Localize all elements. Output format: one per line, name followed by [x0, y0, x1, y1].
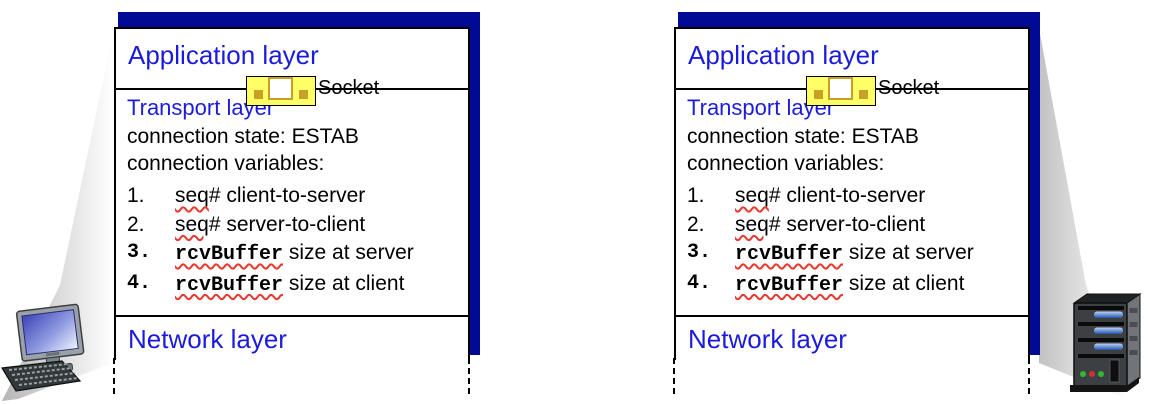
item-term: seq [735, 212, 769, 236]
list-item: 2. seq# server-to-client [127, 211, 468, 240]
transport-layer-section: Transport layer connection state: ESTAB … [116, 90, 468, 315]
network-layer-section: Network layer [116, 315, 468, 362]
network-layer-label: Network layer [128, 324, 287, 354]
socket-pin-left [254, 90, 263, 99]
list-item: 4. rcvBuffer size at client [127, 270, 468, 301]
item-number: 2. [127, 212, 145, 236]
item-term: seq [735, 184, 769, 207]
desktop-computer-icon [1, 303, 85, 392]
transport-layer-section: Transport layer connection state: ESTAB … [676, 90, 1028, 315]
socket-door [268, 77, 293, 100]
socket-pin-right [299, 90, 308, 99]
list-item: 4. rcvBuffer size at client [687, 270, 1028, 301]
item-term: seq [175, 212, 209, 236]
connection-variables-text: connection variables: [687, 152, 885, 175]
list-item: 2. seq# server-to-client [687, 211, 1028, 240]
protocol-stack-card-server: Application layer Socket Transport layer… [674, 27, 1030, 360]
network-layer-section: Network layer [676, 315, 1028, 362]
item-suffix: # server-to-client [768, 212, 926, 236]
socket-icon [806, 76, 876, 106]
item-number: 4. [127, 271, 152, 295]
item-suffix: size at client [283, 271, 405, 295]
list-item: 3. rcvBuffer size at server [127, 239, 468, 270]
dashed-continuation-line [113, 358, 115, 394]
application-layer-label: Application layer [128, 40, 319, 70]
list-item: 3. rcvBuffer size at server [687, 239, 1028, 270]
item-number: 3. [687, 241, 712, 264]
connection-variables-list: 1. seq# client-to-server 2. seq# server-… [127, 182, 468, 300]
item-term: rcvBuffer [175, 243, 284, 266]
socket-pin-right [859, 90, 868, 99]
application-layer-label: Application layer [688, 40, 879, 70]
protocol-stack-card-client: Application layer Socket Transport layer… [114, 27, 470, 360]
list-item: 1. seq# client-to-server [127, 182, 468, 211]
item-suffix: # client-to-server [208, 184, 366, 207]
item-number: 1. [127, 184, 145, 207]
socket-icon [246, 76, 316, 106]
item-suffix: size at server [283, 241, 414, 264]
list-item: 1. seq# client-to-server [687, 182, 1028, 211]
connection-variables-text: connection variables: [127, 152, 325, 175]
item-number: 1. [687, 184, 705, 207]
connection-state-text: connection state: ESTAB [127, 125, 359, 148]
item-number: 4. [687, 271, 712, 295]
connection-state-text: connection state: ESTAB [687, 125, 919, 148]
item-term: rcvBuffer [735, 273, 844, 297]
dashed-continuation-line [1028, 358, 1030, 394]
item-term: rcvBuffer [735, 243, 844, 266]
connection-variables-list: 1. seq# client-to-server 2. seq# server-… [687, 182, 1028, 300]
item-suffix: size at server [843, 241, 974, 264]
item-term: rcvBuffer [175, 273, 284, 297]
item-suffix: # client-to-server [768, 184, 926, 207]
item-term: seq [175, 184, 209, 207]
dashed-continuation-line [673, 358, 675, 394]
server-tower-icon [1070, 293, 1142, 392]
dashed-continuation-line [468, 358, 470, 394]
socket-label: Socket [318, 77, 380, 99]
socket-door [828, 77, 853, 100]
item-suffix: size at client [843, 271, 965, 295]
projection-beam-right [1039, 28, 1128, 399]
item-number: 3. [127, 241, 152, 264]
item-suffix: # server-to-client [208, 212, 366, 236]
socket-pin-left [814, 90, 823, 99]
socket-label: Socket [878, 77, 940, 99]
item-number: 2. [687, 212, 705, 236]
projection-beam-left [2, 33, 113, 401]
application-layer-section: Application layer [116, 29, 468, 90]
network-layer-label: Network layer [688, 324, 847, 354]
